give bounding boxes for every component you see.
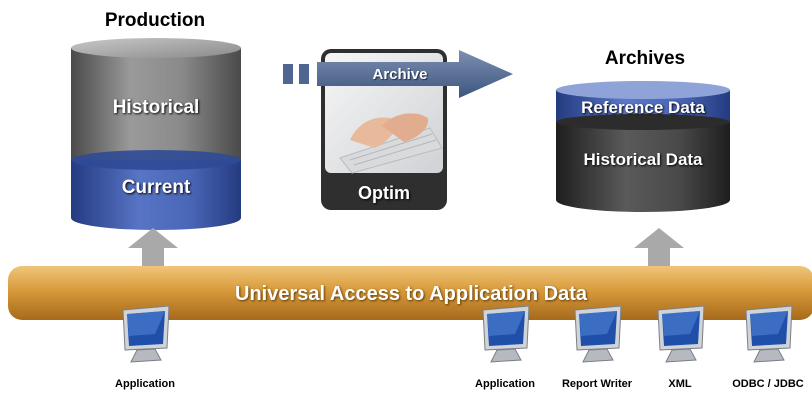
client-label: Application	[115, 378, 175, 390]
up-arrow-production	[128, 228, 178, 270]
archive-arrow-label: Archive	[372, 66, 428, 83]
client-xml: XML	[648, 306, 712, 394]
monitor-icon	[745, 306, 793, 363]
monitor-icon	[574, 306, 622, 363]
client-report-writer: Report Writer	[552, 306, 642, 394]
monitor-icon	[122, 306, 170, 363]
archives-title: Archives	[604, 48, 686, 69]
client-label: Application	[475, 378, 535, 390]
archives-historical-label: Historical Data	[583, 150, 703, 169]
client-label: Report Writer	[561, 378, 633, 390]
client-odbc-jdbc: ODBC / JDBC	[726, 306, 810, 394]
keyboard-icon	[339, 127, 443, 174]
archive-arrow	[283, 46, 515, 102]
optim-label: Optim	[358, 183, 410, 203]
client-label: ODBC / JDBC	[732, 378, 804, 390]
typing-hands-icon	[350, 113, 429, 148]
production-title: Production	[104, 10, 206, 31]
production-current-label: Current	[121, 177, 191, 198]
up-arrow-archives	[634, 228, 684, 270]
production-database	[70, 38, 242, 233]
client-label: XML	[668, 378, 692, 390]
client-application-left: Application	[108, 306, 182, 394]
monitor-icon	[482, 306, 530, 363]
archives-reference-label: Reference Data	[581, 98, 705, 117]
production-historical-label: Historical	[112, 97, 200, 118]
monitor-icon	[657, 306, 705, 363]
archives-database	[555, 80, 731, 215]
universal-access-label: Universal Access to Application Data	[235, 283, 587, 305]
client-application-right: Application	[468, 306, 542, 394]
